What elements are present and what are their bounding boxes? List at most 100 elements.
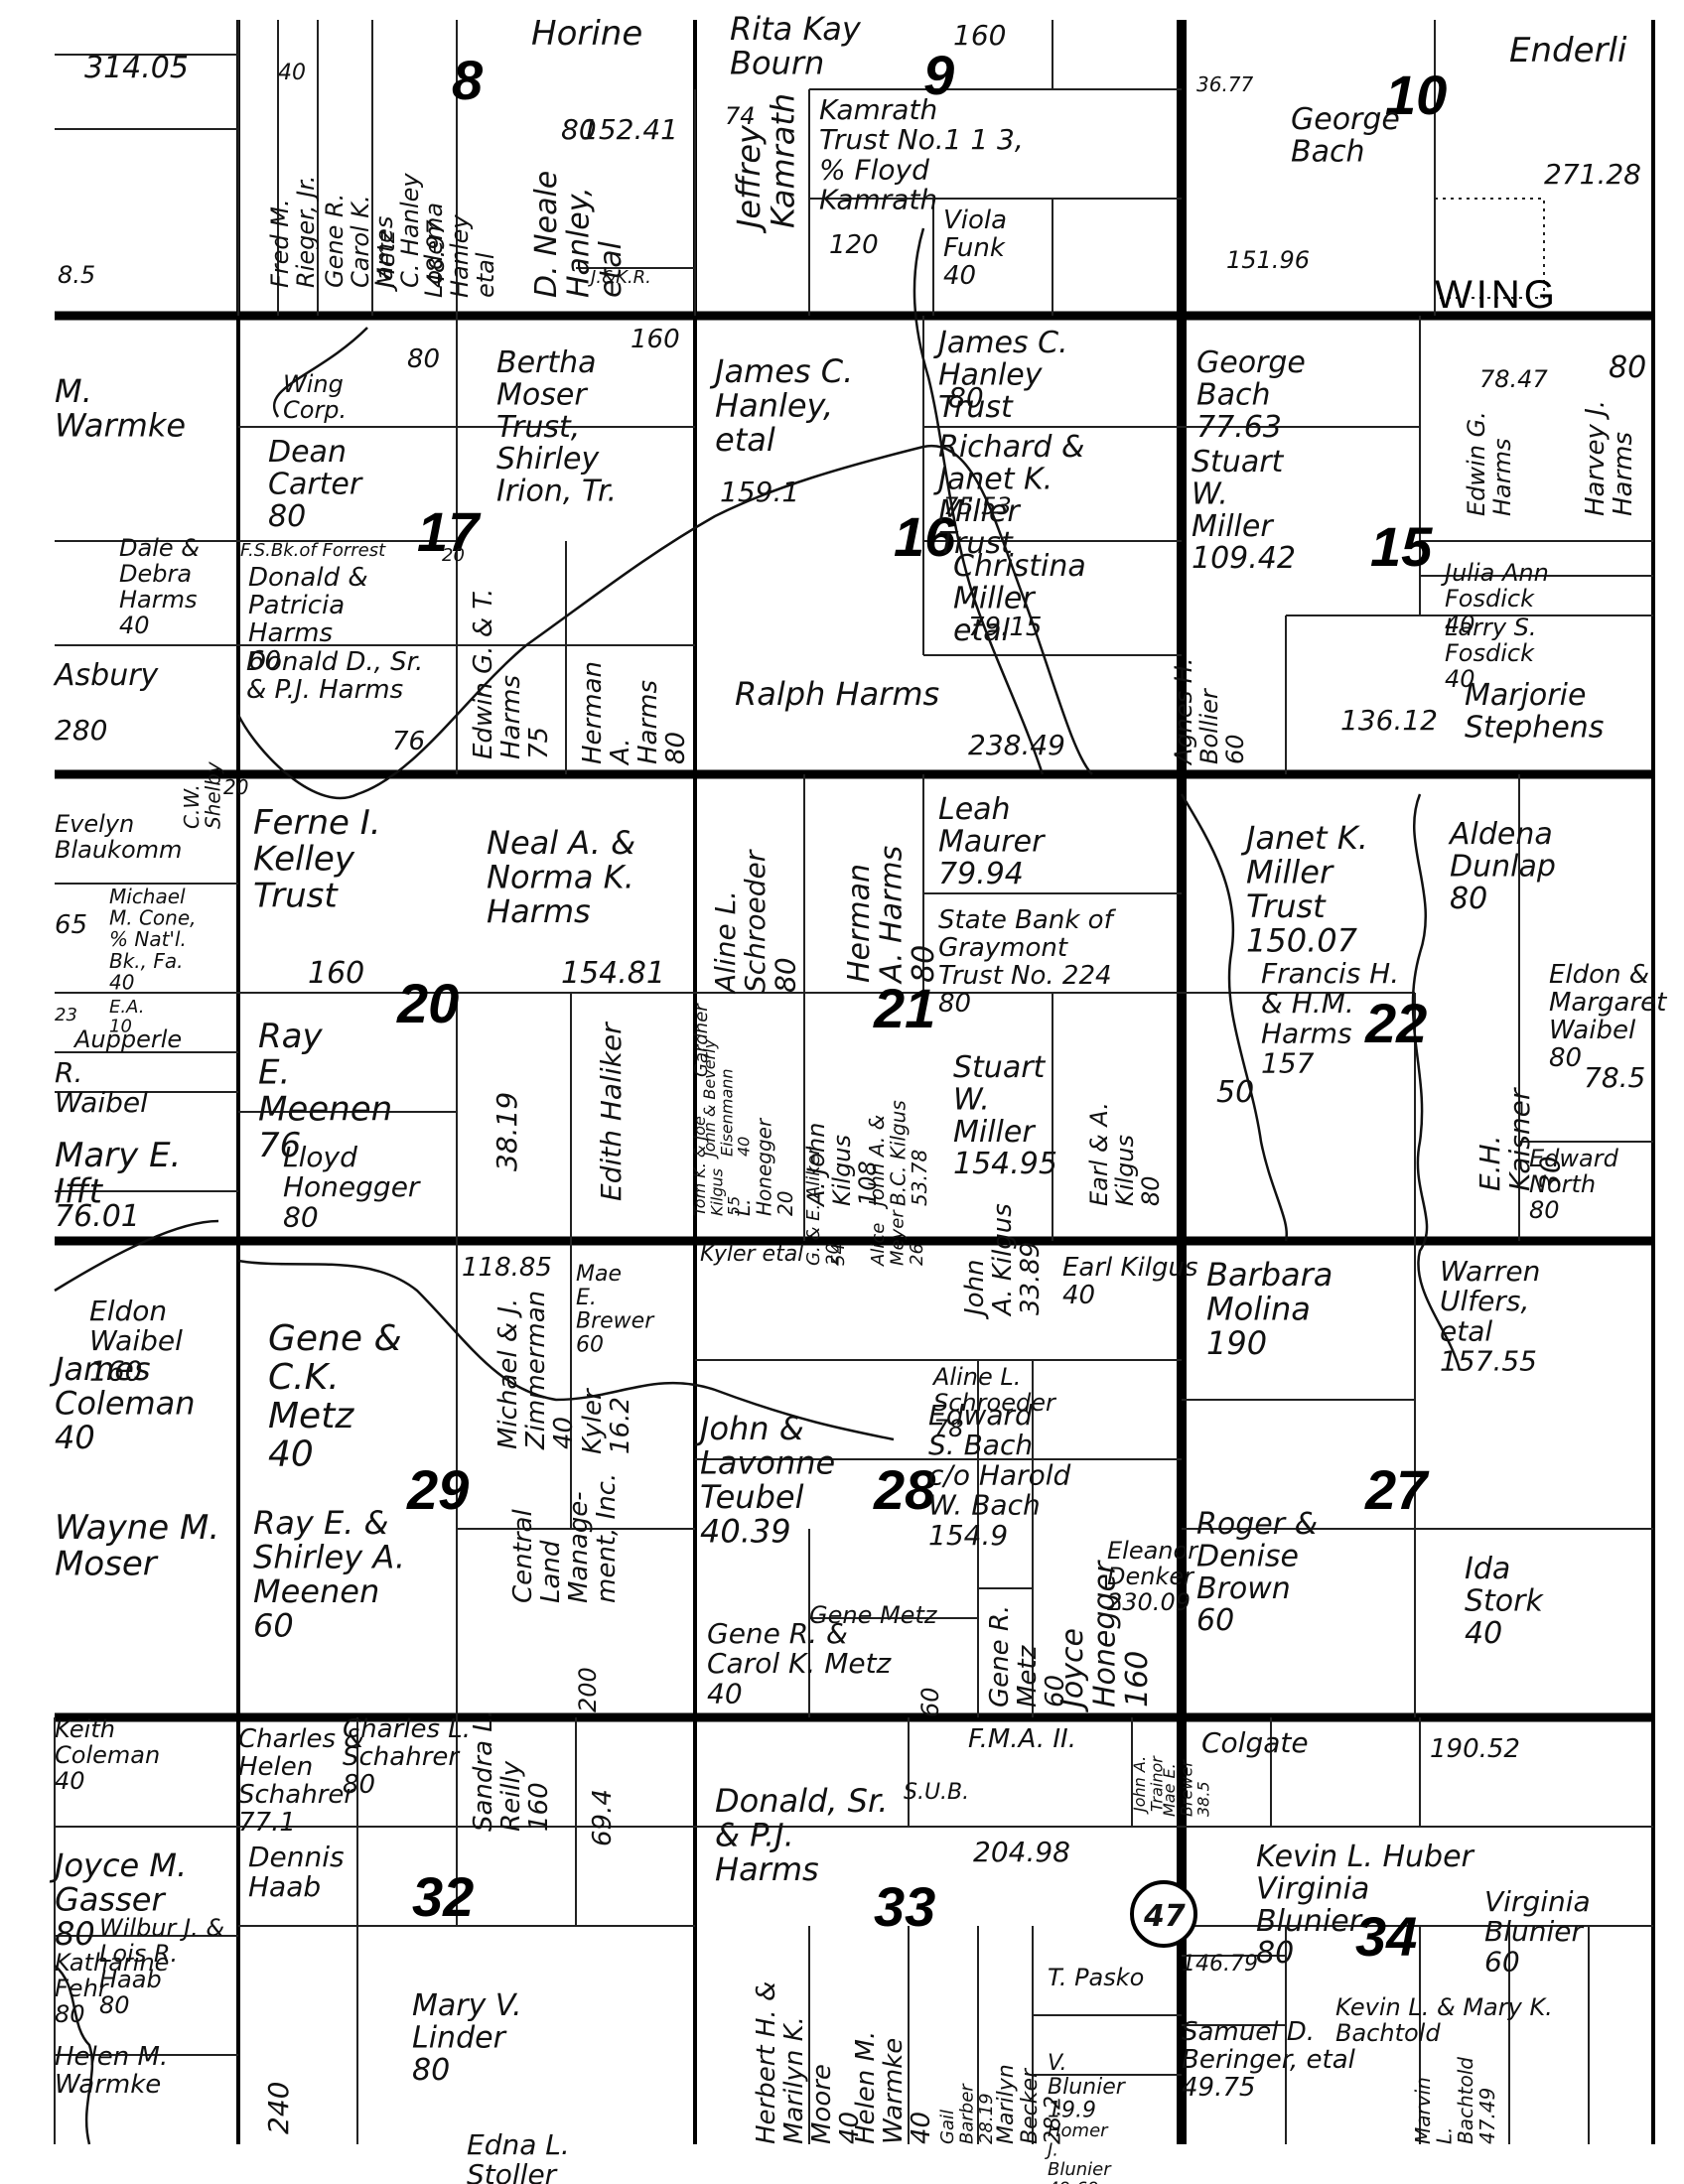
parcel-label-line: Eldon [89, 1295, 167, 1327]
parcel-label-line: Gardner [691, 1003, 712, 1077]
parcel-label-line: Helen [238, 1752, 313, 1782]
parcel-label-line: 80 [412, 2053, 450, 2088]
parcel-label-line: Carter [268, 467, 363, 501]
parcel-label-line: 54 [828, 1243, 849, 1266]
parcel-label-line: Harms [487, 892, 591, 930]
parcel-label-line: Aldena [1448, 817, 1553, 852]
parcel-label-line: Reilly [496, 1760, 526, 1832]
parcel-label-line: 40 [268, 1434, 314, 1475]
parcel-label-line: etal [715, 421, 775, 459]
parcel-label-line: Harms [1261, 1017, 1352, 1049]
parcel-label: 80 [1609, 350, 1646, 385]
parcel-label-line: Charles & [238, 1724, 364, 1754]
parcel-label-line: 60 [248, 646, 281, 676]
parcel-label-line: Margaret [1549, 988, 1667, 1018]
parcel-label-line: Herbert H. & [752, 1981, 781, 2144]
parcel-label-line: Metz [1013, 1644, 1043, 1707]
parcel-label: 60 [916, 1687, 944, 1717]
section-number-22: 22 [1364, 992, 1427, 1054]
parcel-label-line: Edward [1529, 1145, 1619, 1172]
parcel-label-line: Stuart [1192, 445, 1285, 479]
stream-3 [272, 327, 368, 418]
parcel-label-line: Trust No.1 1 3, [819, 123, 1024, 156]
parcel-label-line: 60 [1041, 1675, 1070, 1707]
parcel-label: C.W.Shelby [180, 760, 225, 829]
parcel-label-line: State Bank of [938, 905, 1117, 935]
parcel-label-line: James [49, 1350, 151, 1388]
parcel-label: 20 [442, 545, 465, 566]
parcel-label-line: Blaukomm [55, 836, 182, 864]
parcel-label-line: 79.15 [968, 613, 1042, 642]
parcel-label-line: Hanley, [561, 187, 596, 298]
parcel-label-line: Bachtold [1454, 2057, 1477, 2144]
parcel-label-line: 49.69 [1048, 2178, 1099, 2184]
parcel-label-line: Moore [807, 2064, 837, 2144]
parcel-label-line: 80 [268, 499, 306, 534]
parcel-label: Fred M.Rieger, Jr. [266, 176, 320, 288]
parcel-label: Enderli [1509, 31, 1627, 70]
parcel-label-line: A. Harms [874, 846, 909, 985]
streams [54, 227, 1462, 2145]
parcel-label-line: 33.89 [1016, 1242, 1046, 1315]
parcel-label-line: Harms [248, 618, 333, 648]
parcel-label: J.&K.R. [588, 267, 651, 288]
parcel-label: 240 [262, 2082, 295, 2134]
parcel-label: 74 [725, 102, 756, 130]
parcel-label-line: Bollier [1195, 687, 1223, 764]
parcel-label-line: 50 [1216, 1075, 1254, 1110]
parcel-label: Neal A. &Norma K.Harms [487, 824, 635, 930]
parcel-label-line: Roger & [1196, 1507, 1318, 1542]
parcel-label-line: Waibel [89, 1324, 183, 1357]
parcel-label-line: 26 [907, 1243, 927, 1266]
parcel-label-line: Kilgus [1111, 1135, 1139, 1206]
parcel-label-line: Enderli [1509, 31, 1627, 70]
parcel-label-line: 76 [392, 727, 425, 756]
parcel-label-line: 8.5 [58, 261, 95, 289]
parcel-label-line: North [1529, 1170, 1596, 1198]
parcel-label-line: Schahrer [238, 1780, 356, 1810]
parcel-label-line: Coleman [55, 1741, 160, 1769]
parcel-label-line: 160 [308, 956, 364, 991]
parcel-label: M.Warmke [55, 372, 186, 445]
parcel-label-line: 77.63 [1196, 410, 1282, 445]
parcel-label: Mary E.Ifft [55, 1136, 181, 1212]
parcel-label-line: Janet K. [1240, 819, 1368, 857]
parcel-label-line: 152.41 [581, 113, 678, 146]
parcel-label-line: Meyer [887, 1209, 908, 1266]
parcel-label-line: Horine [531, 14, 642, 54]
parcel-label-line: J. [1045, 2139, 1058, 2160]
parcel-label-line: Brown [1196, 1571, 1291, 1606]
parcel-label-line: Becker [1018, 2067, 1043, 2144]
parcel-label: Asbury [53, 658, 160, 693]
parcel-label: Gene Metz [809, 1601, 938, 1629]
parcel-label-line: Graymont [938, 933, 1068, 963]
parcel-label-line: 20 [822, 1243, 843, 1266]
parcel-label-line: Miller [1246, 854, 1334, 891]
parcel-label-line: Kilgus [707, 1168, 726, 1216]
parcel-label-line: Aupperle [72, 1025, 182, 1053]
parcel-label-line: Michael [109, 885, 186, 908]
parcel-label-line: Harms [496, 675, 526, 759]
parcel-label-line: Marjorie [1465, 678, 1586, 713]
parcel-label-line: 65 [55, 910, 87, 940]
stream-2 [912, 227, 1045, 775]
parcel-label: Ralph Harms [735, 675, 939, 713]
parcel-label-line: 10 [109, 1016, 132, 1036]
